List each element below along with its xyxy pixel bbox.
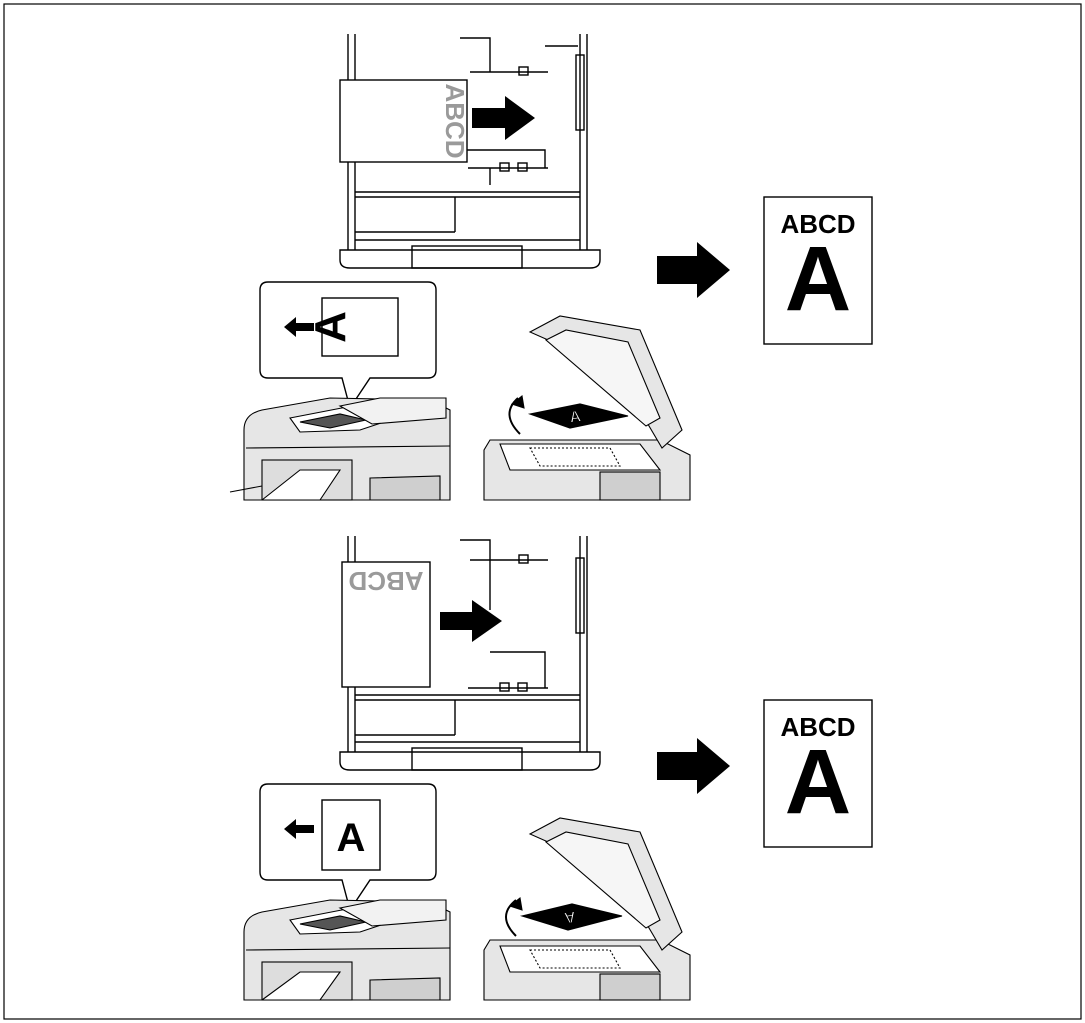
feed-arrow-2 bbox=[440, 600, 502, 642]
result-arrow-1 bbox=[657, 242, 730, 298]
output-letter-1: A bbox=[785, 228, 851, 330]
adf-machine-2 bbox=[243, 899, 451, 1001]
callout-letter-2: A bbox=[337, 816, 366, 860]
callout-2: A bbox=[259, 783, 437, 912]
output-page-2: ABCD A bbox=[763, 699, 873, 848]
paper-sheet-1 bbox=[339, 79, 468, 163]
feed-arrow-1 bbox=[472, 96, 535, 140]
svg-text:A: A bbox=[562, 907, 576, 926]
callout-letter-1: A bbox=[306, 311, 355, 343]
adf-machine-1 bbox=[229, 397, 451, 501]
output-page-1: ABCD A bbox=[763, 196, 873, 345]
page-border bbox=[3, 3, 1082, 1020]
svg-text:A: A bbox=[568, 408, 582, 427]
platen-machine-2: A bbox=[483, 817, 691, 1001]
paper-text-1: ABCD bbox=[440, 83, 470, 158]
callout-1: A bbox=[259, 281, 437, 410]
paper-sheet-2 bbox=[341, 561, 431, 688]
paper-tray-1 bbox=[339, 34, 601, 269]
output-letter-2: A bbox=[785, 731, 851, 833]
callout-arrow-1 bbox=[284, 317, 314, 337]
platen-machine-1: A bbox=[483, 315, 691, 501]
output-header-2: ABCD bbox=[780, 712, 855, 742]
paper-text-2: ABCD bbox=[348, 566, 423, 596]
panel-1: ABCD ABCD A A bbox=[229, 34, 873, 501]
callout-arrow-2 bbox=[284, 819, 314, 839]
panel-2: ABCD ABCD A A bbox=[243, 536, 873, 1001]
output-header-1: ABCD bbox=[780, 209, 855, 239]
result-arrow-2 bbox=[657, 738, 730, 794]
